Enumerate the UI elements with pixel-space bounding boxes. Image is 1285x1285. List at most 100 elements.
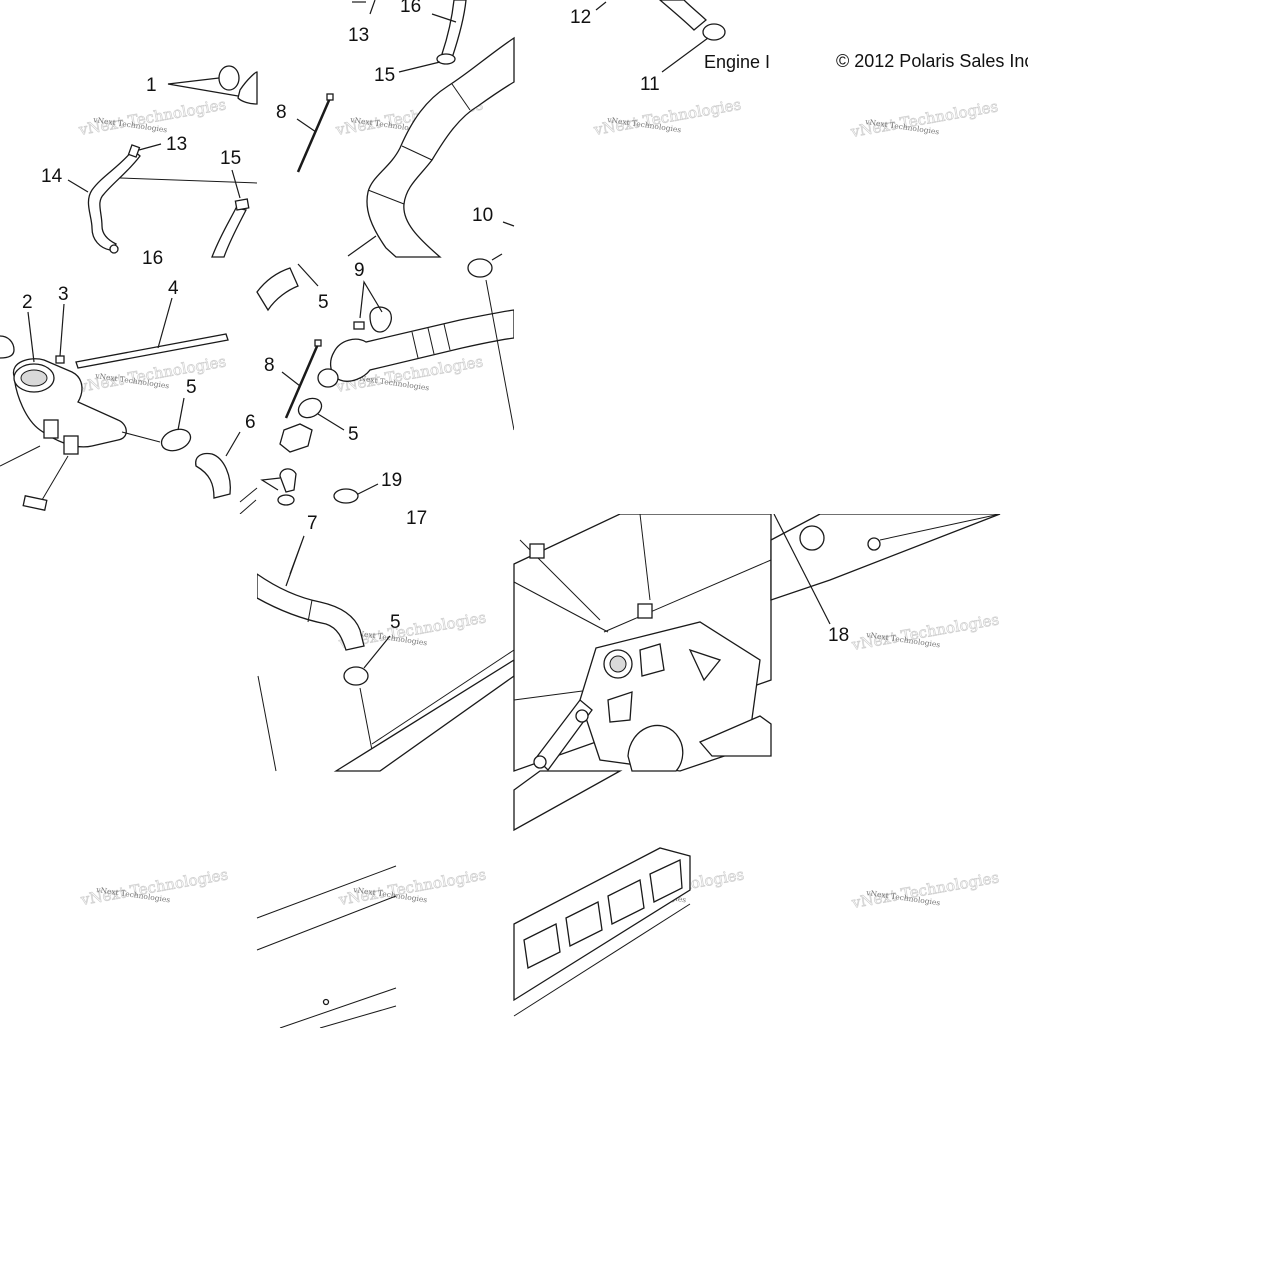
- clamp-tab-part: [353, 321, 365, 330]
- tile-mid-center: [239, 253, 515, 515]
- callout-8: 8: [264, 355, 275, 376]
- hose-band: [367, 189, 405, 205]
- rail-edge: [279, 987, 397, 1029]
- panel-edge: [639, 513, 651, 601]
- assembly-line: [239, 487, 258, 503]
- hose-clip-part: [0, 335, 15, 359]
- callout-8: 8: [276, 102, 287, 123]
- hose-clamp-part: [333, 488, 359, 504]
- panel-edge: [603, 559, 772, 633]
- rail-edge: [256, 895, 397, 951]
- hose-band: [451, 83, 471, 111]
- leader-line: [773, 513, 831, 625]
- rivet-part: [322, 998, 330, 1006]
- coolant-hose-part: [87, 149, 141, 251]
- engine-label: Engine I: [704, 52, 770, 72]
- panel-edge: [513, 689, 591, 701]
- callout-5: 5: [186, 377, 197, 398]
- hose-clamp-part: [702, 23, 726, 41]
- copyright-label: © 2012 Polaris Sales Inc: [836, 51, 1033, 71]
- callout-4: 4: [168, 278, 179, 299]
- thermostat-cover-part: [279, 423, 313, 453]
- hose-clamp-part: [343, 666, 369, 686]
- callout-16: 16: [142, 248, 163, 269]
- assembly-line: [239, 499, 257, 515]
- leader-line: [138, 143, 162, 151]
- tile-top-center: [296, 0, 515, 258]
- hose-band: [401, 145, 433, 161]
- leader-line: [177, 397, 185, 431]
- leader-line: [595, 1, 607, 11]
- callout-13: 13: [348, 25, 369, 46]
- callout-16: 16: [400, 0, 421, 17]
- callout-15: 15: [374, 65, 395, 86]
- hose-clamp-part: [234, 198, 250, 211]
- blank-region: [0, 1028, 1285, 1285]
- assembly-line: [41, 455, 69, 501]
- leader-line: [167, 77, 239, 97]
- callout-5: 5: [348, 424, 359, 445]
- callout-14: 14: [41, 166, 63, 187]
- hose-clamp-part: [436, 53, 456, 65]
- leader-line: [27, 311, 35, 363]
- callout-17: 17: [406, 508, 427, 529]
- breather-tube-part: [75, 333, 229, 369]
- leader-line: [363, 635, 391, 669]
- fill-neck-inner: [20, 369, 48, 387]
- rail-cutout: [565, 901, 603, 947]
- callout-labels: 1 2 3 4 5 5 5 5 6 7 8 8 9 10 11 12 13 13…: [22, 0, 849, 646]
- rail-edge: [319, 1005, 397, 1029]
- leader-line: [231, 169, 241, 199]
- leader-line: [59, 303, 65, 357]
- blank-region: [1028, 0, 1285, 1028]
- assembly-line: [485, 279, 515, 431]
- leader-line: [225, 431, 241, 457]
- small-fitting-part: [55, 355, 65, 364]
- arm-bushing-part: [575, 709, 589, 723]
- tile-top-left: [67, 65, 258, 258]
- bolt-part: [867, 537, 881, 551]
- leader-line: [359, 280, 383, 319]
- arm-bushing-part: [533, 755, 547, 769]
- hose-band: [307, 599, 313, 623]
- rail-cutout: [607, 879, 645, 925]
- assembly-line: [121, 431, 161, 443]
- cable-tie-part: [296, 97, 332, 173]
- leader-line: [285, 535, 305, 587]
- callout-3: 3: [58, 284, 69, 305]
- leader-line: [317, 413, 345, 431]
- hose-elbow-part: [195, 452, 231, 499]
- callout-19: 19: [381, 470, 402, 491]
- cooler-fitting-part: [529, 543, 545, 559]
- callout-13: 13: [166, 134, 187, 155]
- pivot-bolt-inner: [609, 655, 627, 673]
- cable-tie-part: [284, 343, 320, 419]
- tile-center-left: [256, 535, 515, 772]
- plate-cutout: [688, 648, 722, 682]
- tile-lower-left: [256, 865, 397, 1029]
- plate-cutout: [639, 643, 665, 677]
- assembly-line: [119, 177, 258, 184]
- blank-region: [514, 257, 771, 514]
- hose-end-part: [317, 368, 339, 388]
- assembly-line: [0, 445, 41, 467]
- rail-edge: [256, 865, 397, 919]
- tunnel-top-part: [770, 513, 1001, 601]
- rail-edge: [371, 649, 515, 745]
- radiator-hose-part: [329, 309, 515, 382]
- leader-line: [369, 0, 376, 15]
- leader-line: [67, 179, 89, 193]
- tile-center-right: [770, 513, 1001, 625]
- leader-line: [661, 37, 709, 73]
- leader-line: [431, 13, 457, 23]
- bracket-part: [698, 715, 772, 757]
- blank-region: [0, 514, 257, 771]
- coolant-hose-part: [256, 572, 365, 651]
- tunnel-edge: [879, 513, 1001, 541]
- outlet-spigot-part: [43, 419, 59, 439]
